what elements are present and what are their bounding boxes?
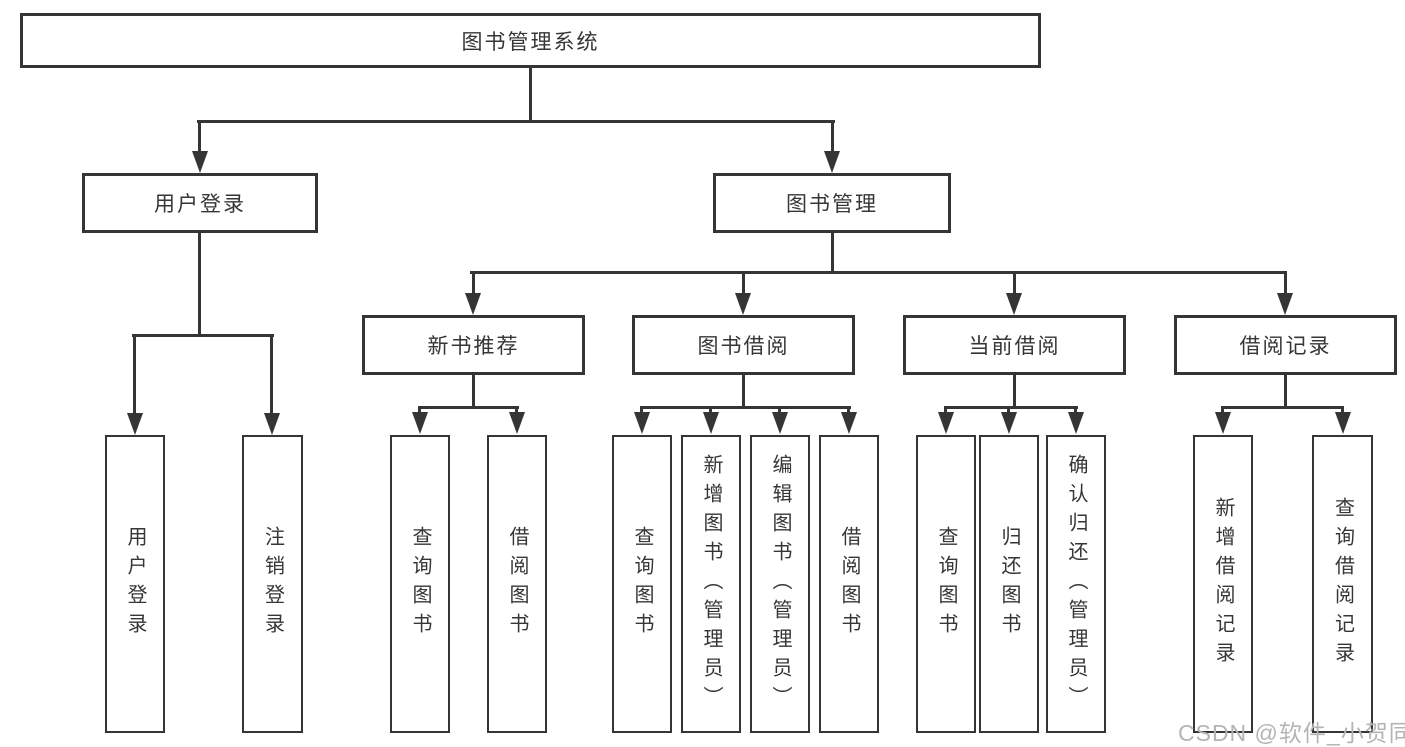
arrow-down-icon (1335, 412, 1351, 434)
leaf-return-books: 归还图书 (979, 435, 1039, 733)
connector-mid-stem (742, 375, 745, 408)
leaf-query-books-current: 查询图书 (916, 435, 976, 733)
connector-leafbar-recommend (418, 406, 519, 409)
connector-level2-bar (470, 271, 1287, 274)
arrow-down-icon (465, 293, 481, 315)
arrow-down-icon (412, 412, 428, 434)
leaf-add-borrow-record: 新增借阅记录 (1193, 435, 1253, 733)
connector-leaf-shaft (133, 334, 136, 418)
leaf-logout: 注销登录 (242, 435, 303, 733)
node-borrow-records: 借阅记录 (1174, 315, 1397, 375)
arrow-down-icon (509, 412, 525, 434)
connector-book-mgmt-shaft (831, 120, 834, 154)
connector-mid-shaft (742, 271, 745, 295)
connector-mid-stem (472, 375, 475, 408)
leaf-query-books-borrow: 查询图书 (612, 435, 672, 733)
leaf-edit-books-admin: 编辑图书（管理员） (750, 435, 810, 733)
arrow-down-icon (634, 412, 650, 434)
arrow-down-icon (735, 293, 751, 315)
arrow-down-icon (938, 412, 954, 434)
connector-book-mgmt-stem (831, 233, 834, 274)
arrow-down-icon (703, 412, 719, 434)
leaf-query-books-recommend: 查询图书 (390, 435, 450, 733)
connector-mid-stem (1284, 375, 1287, 408)
connector-leaf-shaft (270, 334, 273, 418)
node-user-login: 用户登录 (82, 173, 318, 233)
connector-mid-shaft (1284, 271, 1287, 295)
arrow-down-icon (1006, 293, 1022, 315)
connector-root-stem (529, 68, 532, 123)
arrow-down-icon (1215, 412, 1231, 434)
connector-user-login-stem (198, 233, 201, 336)
arrow-down-icon (1277, 293, 1293, 315)
connector-level1-bar (197, 120, 835, 123)
connector-leafbar-records (1221, 406, 1344, 409)
node-book-management: 图书管理 (713, 173, 951, 233)
arrow-down-icon (841, 412, 857, 434)
connector-leafbar-borrow (640, 406, 851, 409)
leaf-user-login: 用户登录 (105, 435, 165, 733)
connector-mid-shaft (472, 271, 475, 295)
arrow-down-icon (1068, 412, 1084, 434)
arrow-down-icon (264, 413, 280, 435)
node-root-library-system: 图书管理系统 (20, 13, 1041, 68)
node-current-borrow: 当前借阅 (903, 315, 1126, 375)
watermark: CSDN @软件_小贺同学 (1178, 720, 1405, 746)
connector-mid-shaft (1013, 271, 1016, 295)
connector-mid-stem (1013, 375, 1016, 408)
arrow-down-icon (192, 151, 208, 173)
leaf-add-books-admin: 新增图书（管理员） (681, 435, 741, 733)
arrow-down-icon (824, 151, 840, 173)
arrow-down-icon (772, 412, 788, 434)
leaf-confirm-return-admin: 确认归还（管理员） (1046, 435, 1106, 733)
node-book-borrow: 图书借阅 (632, 315, 855, 375)
arrow-down-icon (1001, 412, 1017, 434)
node-new-book-recommend: 新书推荐 (362, 315, 585, 375)
connector-user-login-shaft (198, 120, 201, 154)
leaf-query-borrow-record: 查询借阅记录 (1312, 435, 1373, 733)
connector-user-login-bar (132, 334, 274, 337)
leaf-borrow-books-recommend: 借阅图书 (487, 435, 547, 733)
connector-leafbar-current (944, 406, 1078, 409)
arrow-down-icon (127, 413, 143, 435)
leaf-borrow-books: 借阅图书 (819, 435, 879, 733)
